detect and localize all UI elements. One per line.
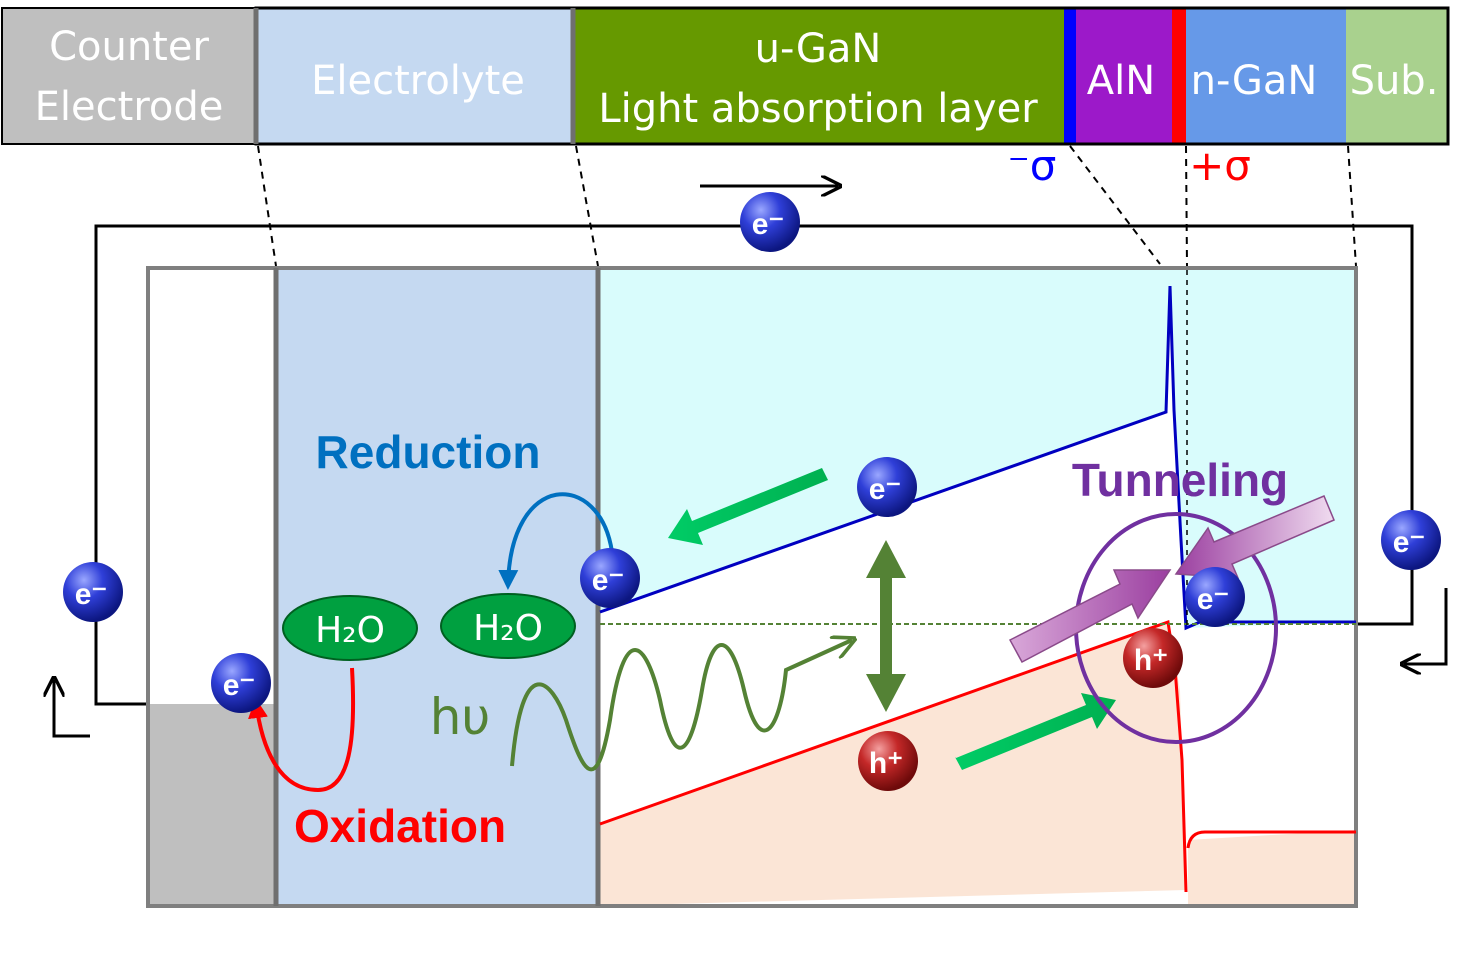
layer-substrate <box>1346 8 1448 144</box>
n-gan-label: n-GaN <box>1191 58 1318 104</box>
aln-label: AlN <box>1087 58 1155 104</box>
layer-n-gan-positive-edge <box>1172 8 1186 144</box>
photon-wave <box>510 640 852 772</box>
layer-n-gan <box>1186 8 1346 144</box>
water-molecule-b: H₂O <box>440 593 576 659</box>
svg-text:e⁻: e⁻ <box>223 669 256 702</box>
current-arrow-right <box>1404 588 1448 664</box>
svg-text:H₂O: H₂O <box>315 610 385 651</box>
hole-particle: h⁺ <box>858 731 918 791</box>
tunneling-arrow-electron <box>1174 495 1335 579</box>
electrolyte-label: Electrolyte <box>311 58 525 104</box>
hole-particle: h⁺ <box>1123 628 1183 688</box>
svg-text:h⁺: h⁺ <box>1134 644 1168 677</box>
electron-particle: e⁻ <box>1185 567 1245 627</box>
layer-counter-electrode <box>1 7 257 145</box>
svg-text:e⁻: e⁻ <box>1197 583 1230 616</box>
electron-drift-arrow <box>668 468 829 545</box>
projection-lines <box>257 145 1357 267</box>
excitation-arrow <box>866 540 906 712</box>
svg-text:h⁺: h⁺ <box>869 747 903 780</box>
positive-polarization-charge: +σ <box>1189 141 1251 190</box>
conduction-band-line <box>599 285 1356 631</box>
oxidation-label: Oxidation <box>294 800 506 852</box>
layer-aln <box>1076 8 1172 144</box>
svg-text:e⁻: e⁻ <box>752 208 785 241</box>
oxidation-arrow <box>248 667 356 793</box>
electron-particle: e⁻ <box>740 192 800 252</box>
electron-particle: e⁻ <box>63 562 123 622</box>
layer-strip: Counter Electrode Electrolyte u-GaN Ligh… <box>1 6 1450 146</box>
u-gan-label-2: Light absorption layer <box>598 86 1038 132</box>
photon-label: hυ <box>430 688 491 746</box>
conduction-band-region <box>600 268 1356 628</box>
tunneling-arrow-hole <box>1008 569 1172 664</box>
svg-text:e⁻: e⁻ <box>869 473 902 506</box>
counter-electrode-label-2: Electrode <box>35 84 224 130</box>
counter-electrode-label-1: Counter <box>49 24 209 70</box>
svg-text:e⁻: e⁻ <box>1393 526 1426 559</box>
electron-particle: e⁻ <box>211 653 271 713</box>
reduction-label: Reduction <box>316 426 541 478</box>
electron-particle: e⁻ <box>580 548 640 608</box>
svg-text:H₂O: H₂O <box>473 608 543 649</box>
layer-electrolyte <box>256 8 574 144</box>
electrolyte-region <box>276 268 598 906</box>
valence-band-line-n-gan <box>1186 830 1356 849</box>
negative-polarization-charge: ⁻σ <box>1008 141 1057 190</box>
electron-particle: e⁻ <box>1381 510 1441 570</box>
substrate-label: Sub. <box>1350 58 1439 104</box>
current-arrow-left <box>54 680 90 738</box>
reduction-arrow <box>498 492 614 590</box>
hole-drift-arrow <box>955 693 1116 770</box>
u-gan-label-1: u-GaN <box>755 26 882 72</box>
layer-aln-negative-edge <box>1064 8 1076 144</box>
layer-u-gan <box>574 8 1064 144</box>
svg-text:e⁻: e⁻ <box>75 578 108 611</box>
electron-particle: e⁻ <box>857 457 917 517</box>
counter-electrode-metal <box>148 704 276 906</box>
water-molecule-a: H₂O <box>282 595 418 661</box>
band-box <box>146 266 1358 908</box>
svg-text:e⁻: e⁻ <box>592 564 625 597</box>
tunneling-label: Tunneling <box>1072 454 1288 506</box>
